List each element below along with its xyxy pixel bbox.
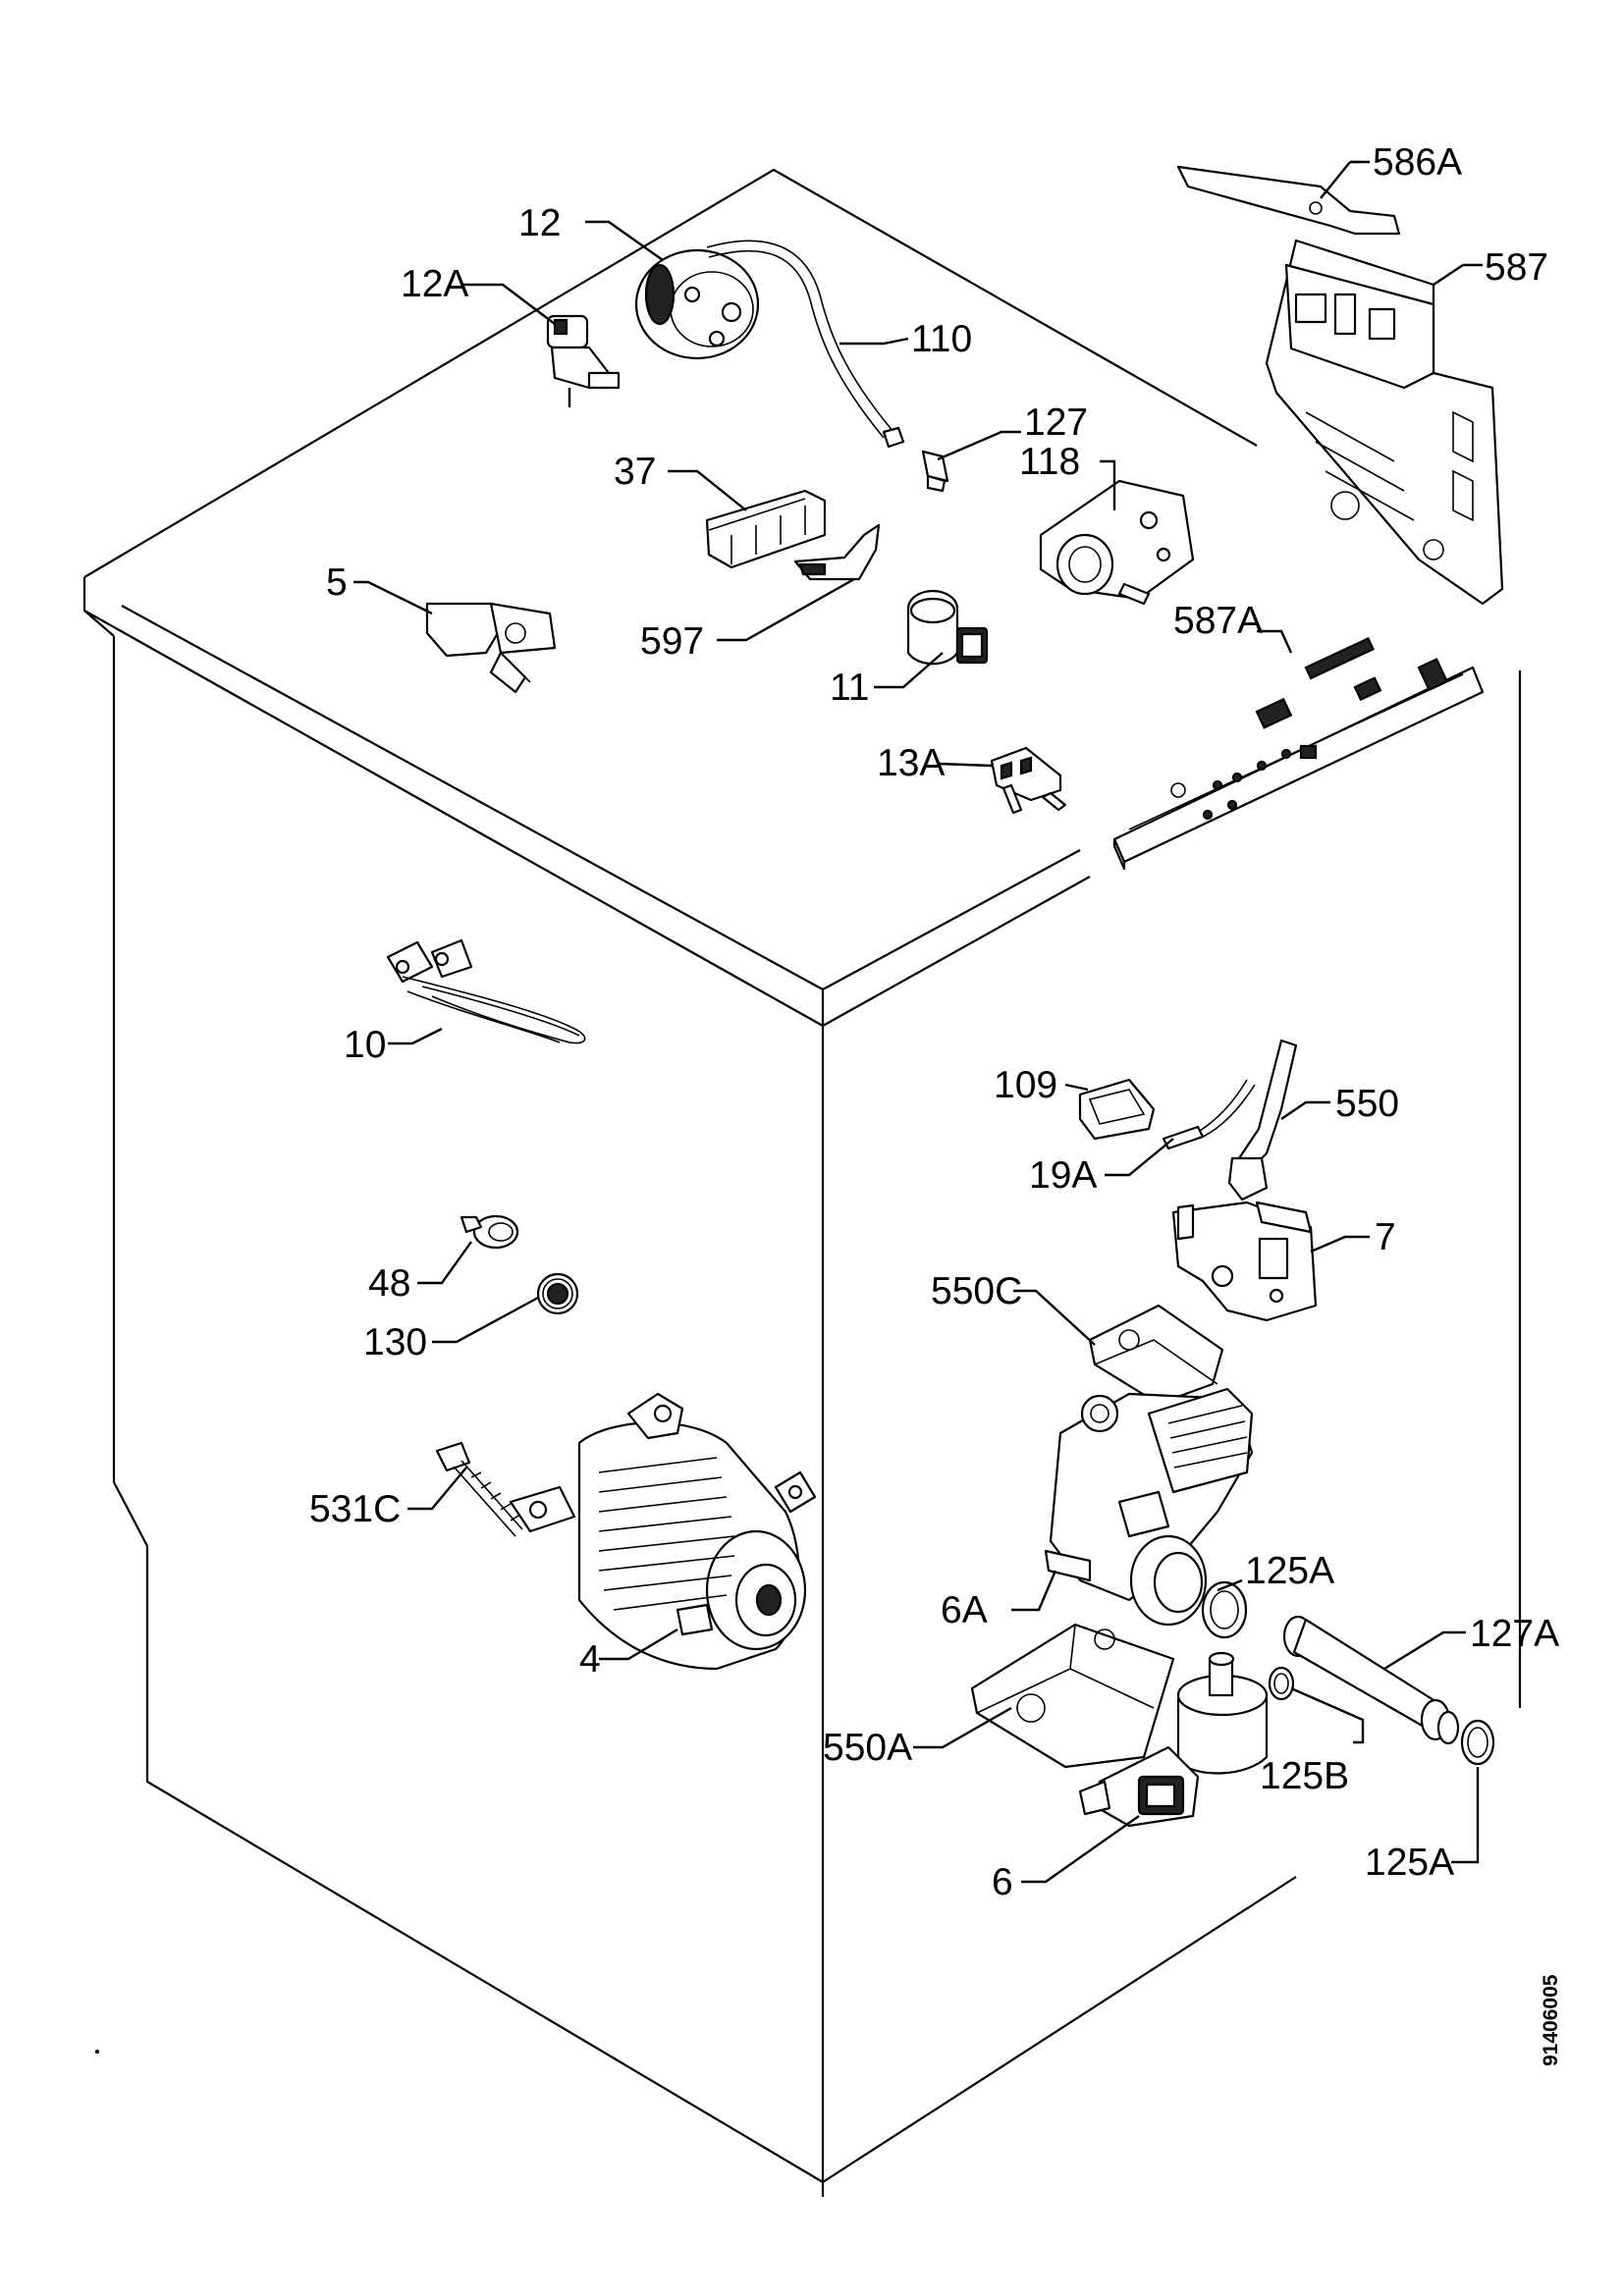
label-125b: 125B: [1260, 1755, 1349, 1797]
label-37: 37: [614, 451, 656, 493]
label-586a: 586A: [1373, 141, 1462, 184]
label-587: 587: [1485, 246, 1548, 289]
part-587a-pcb: [1112, 636, 1485, 871]
label-110: 110: [911, 318, 972, 360]
part-37-terminal-block: [705, 489, 827, 569]
cabinet-outline: [82, 168, 1522, 2197]
part-531c-bolt: [435, 1441, 523, 1537]
part-597-lever: [793, 523, 881, 581]
part-10-heating-element: [386, 938, 586, 1044]
part-48-fuse: [460, 1214, 519, 1250]
label-127a: 127A: [1470, 1613, 1559, 1655]
leader-lines: [353, 160, 1483, 1884]
label-550a: 550A: [823, 1727, 912, 1769]
part-550a-cover: [970, 1623, 1175, 1769]
label-5: 5: [326, 561, 348, 604]
label-125a-lower: 125A: [1365, 1842, 1454, 1884]
part-6a-pump-housing: [1044, 1387, 1254, 1627]
part-550-lever: [1227, 1039, 1298, 1201]
part-12-selector: [634, 248, 760, 360]
part-125a-ring-upper: [1201, 1580, 1248, 1639]
part-550c-cover: [1088, 1304, 1224, 1406]
part-number-labels: 586A 587 12 12A 110 127 118 37 5 597 587…: [309, 141, 1559, 1903]
part-109-cover: [1078, 1078, 1156, 1141]
label-48: 48: [368, 1262, 410, 1305]
label-13a: 13A: [877, 742, 945, 784]
part-125a-ring-lower: [1460, 1719, 1495, 1766]
part-7-interlock: [1171, 1201, 1318, 1322]
part-127a-pipe: [1282, 1615, 1460, 1745]
part-19a-wire: [1162, 1079, 1256, 1150]
label-19a: 19A: [1029, 1154, 1097, 1197]
label-109: 109: [994, 1064, 1057, 1106]
part-4-motor: [509, 1392, 817, 1671]
part-5-solenoid-valve: [425, 602, 557, 694]
label-597: 597: [640, 620, 704, 663]
part-118-door-lock: [1039, 479, 1195, 606]
label-6a: 6A: [941, 1589, 988, 1631]
drawing-code: 91406005: [1540, 1974, 1562, 2066]
label-10: 10: [344, 1024, 386, 1066]
label-7: 7: [1375, 1216, 1396, 1258]
label-531c: 531C: [309, 1488, 401, 1530]
part-11-capacitor: [906, 589, 989, 666]
stray-mark: [95, 2050, 99, 2054]
label-12: 12: [518, 202, 561, 244]
part-130-bush: [536, 1272, 579, 1315]
label-4: 4: [579, 1638, 601, 1681]
part-12a-pressure-switch: [546, 314, 621, 407]
part-110-hose: [706, 240, 905, 449]
label-6: 6: [992, 1861, 1013, 1903]
label-550c: 550C: [931, 1270, 1022, 1312]
label-587a: 587A: [1173, 600, 1263, 642]
label-118: 118: [1019, 441, 1080, 483]
label-125a-upper: 125A: [1245, 1550, 1334, 1592]
label-130: 130: [363, 1321, 427, 1363]
part-586a-bracket: [1176, 160, 1401, 236]
part-13a-terminal: [990, 746, 1067, 815]
label-12a: 12A: [401, 263, 468, 305]
part-125b-ring: [1268, 1666, 1295, 1701]
label-550: 550: [1335, 1083, 1399, 1125]
label-11: 11: [830, 667, 870, 709]
part-6-drain-pump: [1078, 1651, 1269, 1828]
part-587-control-panel: [1265, 239, 1504, 606]
label-127: 127: [1024, 401, 1088, 444]
